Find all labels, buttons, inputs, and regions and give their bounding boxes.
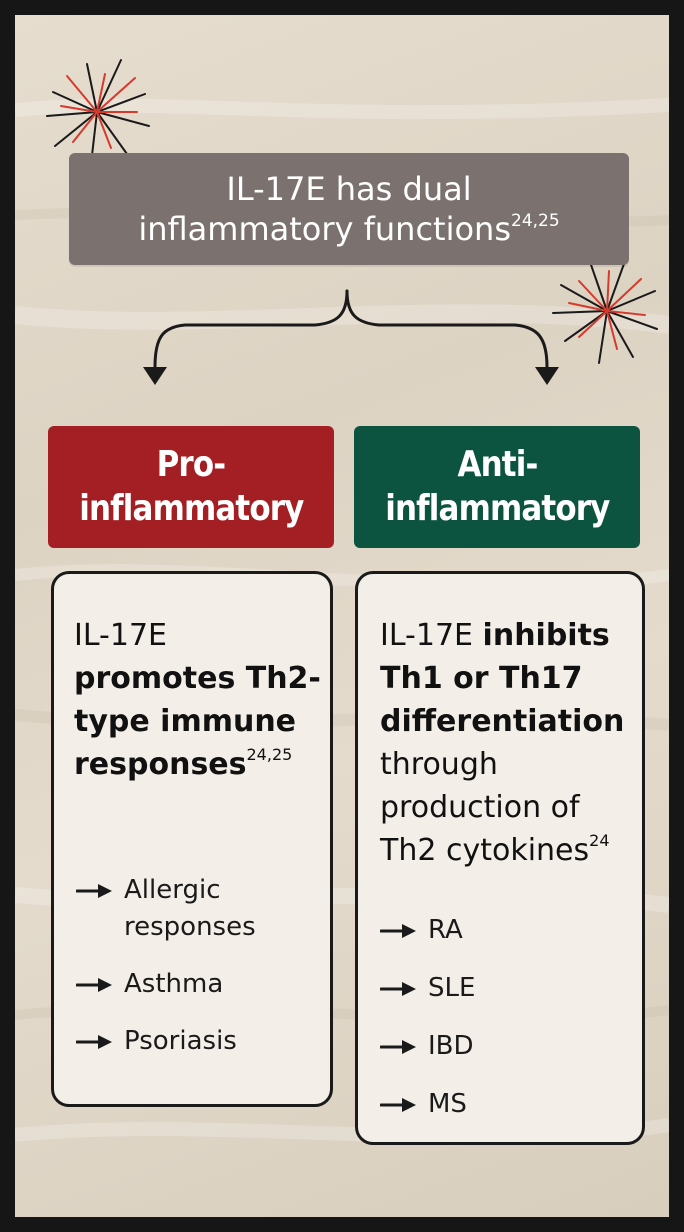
list-item: Allergic responses [76, 872, 324, 946]
anti-inflammatory-header: Anti- inflammatory [354, 426, 640, 548]
pro-bullet-list: Allergic responses Asthma Psoriasis [76, 872, 324, 1080]
list-item: MS [380, 1086, 636, 1123]
title-line-2: inflammatory functions24,25 [138, 209, 559, 249]
bullet-label: Allergic responses [124, 875, 256, 942]
title-banner: IL-17E has dual inflammatory functions24… [69, 153, 629, 265]
title-refs: 24,25 [511, 211, 560, 231]
pro-description: IL-17E promotes Th2-type immune response… [74, 614, 322, 786]
bullet-arrow-icon [380, 982, 416, 996]
bullet-label: RA [428, 915, 463, 945]
title-line-2-text: inflammatory functions [138, 210, 511, 248]
list-item: IBD [380, 1028, 636, 1065]
list-item: Psoriasis [76, 1023, 324, 1060]
anti-inflammatory-card: IL-17E inhibits Th1 or Th17 differentiat… [355, 571, 645, 1145]
anti-description-plain: IL-17E [380, 618, 473, 653]
pro-description-bold: promotes Th2-type immune responses [74, 661, 321, 782]
bracket-arrow-head-left [143, 367, 167, 385]
bullet-arrow-icon [380, 1098, 416, 1112]
bullet-arrow-icon [380, 924, 416, 938]
bullet-arrow-icon [76, 884, 112, 898]
decorations [46, 59, 658, 385]
bracket-arrow-icon [153, 289, 549, 369]
bullet-arrow-icon [76, 1035, 112, 1049]
title-line-1: IL-17E has dual [226, 170, 472, 208]
bullet-label: IBD [428, 1031, 474, 1061]
anti-description: IL-17E inhibits Th1 or Th17 differentiat… [380, 614, 634, 872]
pro-header-line-1: Pro- [156, 444, 226, 485]
bullet-arrow-icon [380, 1040, 416, 1054]
pro-inflammatory-card: IL-17E promotes Th2-type immune response… [51, 571, 333, 1107]
pro-inflammatory-header: Pro- inflammatory [48, 426, 334, 548]
infographic-frame: IL-17E has dual inflammatory functions24… [15, 15, 669, 1217]
anti-description-plain-2: through production of Th2 cytokines [380, 747, 590, 868]
bullet-label: SLE [428, 973, 476, 1003]
burst-icon [46, 59, 150, 165]
bullet-label: Asthma [124, 969, 224, 999]
anti-header-line-1: Anti- [457, 444, 538, 485]
anti-header-line-2: inflammatory [384, 488, 610, 529]
bullet-arrow-icon [76, 978, 112, 992]
burst-icon [552, 258, 658, 364]
bracket-arrow-head-right [535, 367, 559, 385]
list-item: RA [380, 912, 636, 949]
pro-header-line-2: inflammatory [78, 488, 304, 529]
anti-bullet-list: RA SLE IBD MS [380, 912, 636, 1144]
anti-description-refs: 24 [589, 831, 610, 850]
bullet-label: Psoriasis [124, 1026, 237, 1056]
pro-description-plain: IL-17E [74, 618, 167, 653]
list-item: Asthma [76, 966, 324, 1003]
pro-description-refs: 24,25 [246, 745, 293, 764]
bullet-label: MS [428, 1089, 467, 1119]
anti-description-bold: inhibits Th1 or Th17 differentiation [380, 618, 625, 739]
list-item: SLE [380, 970, 636, 1007]
